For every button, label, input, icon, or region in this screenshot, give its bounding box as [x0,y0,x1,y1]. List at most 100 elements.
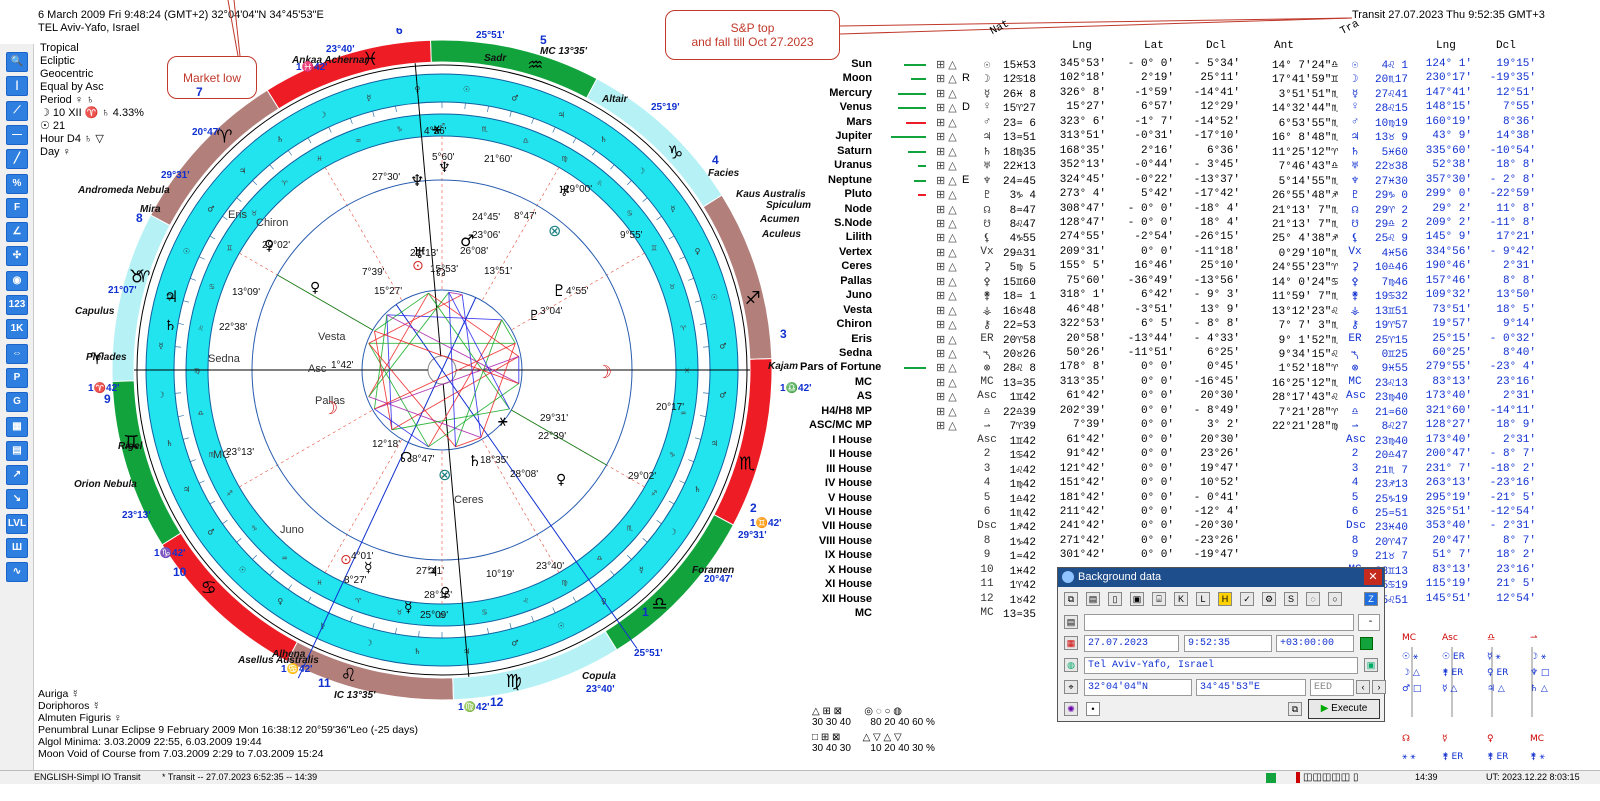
dialog-tool-12[interactable]: ○ [1328,592,1342,606]
toolbar-button-8[interactable]: ✣ [6,246,28,267]
toolbar-button-6[interactable]: F [6,197,28,218]
dialog-settings-icon[interactable]: ✺ [1064,702,1078,716]
dialog-tool-3[interactable]: ▣ [1130,592,1144,606]
toolbar-button-2[interactable]: ⟋ [6,100,28,121]
toolbar-button-9[interactable]: ◉ [6,270,28,291]
toolbar-button-11[interactable]: 1K [6,319,28,340]
dialog-globe-icon[interactable]: ◍ [1064,658,1078,672]
toolbar-button-4[interactable]: ╱ [6,149,28,170]
dialog-tool-4[interactable]: ⌸ [1152,592,1166,606]
dialog-time-field[interactable]: 9:52:35 [1184,635,1272,652]
toolbar-button-5[interactable]: % [6,173,28,194]
dialog-tool-7[interactable]: H [1218,592,1232,606]
nat-latitude: -1° 7' [1134,115,1174,128]
status-green-icon[interactable] [1266,773,1276,783]
toolbar-button-3[interactable]: — [6,124,28,145]
dialog-tool-10[interactable]: S [1284,592,1298,606]
dialog-prev-button[interactable]: ‹ [1356,680,1370,694]
dialog-copy-icon[interactable]: ⧉ [1288,702,1302,716]
dialog-green-indicator[interactable] [1360,637,1373,650]
toolbar-button-19[interactable]: LVL [6,513,28,534]
toolbar-button-16[interactable]: ▤ [6,440,28,461]
toolbar-button-15[interactable]: ▦ [6,416,28,437]
status-red-icon[interactable] [1296,772,1300,783]
dialog-map-icon[interactable]: ▣ [1364,658,1378,672]
toolbar-button-14[interactable]: G [6,392,28,413]
dialog-tool-8[interactable]: ✓ [1240,592,1254,606]
toolbar-button-13[interactable]: P [6,367,28,388]
dialog-longitude-field[interactable]: 34°45'53"E [1196,679,1306,696]
dialog-radio-icon[interactable]: • [1086,702,1100,716]
toolbar-button-17[interactable]: ↗ [6,465,28,486]
toolbar-button-1[interactable]: | [6,76,28,97]
dialog-tool-5[interactable]: K [1174,592,1188,606]
toolbar-button-18[interactable]: ↘ [6,489,28,510]
dialog-tool-2[interactable]: ▯ [1108,592,1122,606]
dialog-timezone-field[interactable]: +03:00:00 [1276,635,1354,652]
dialog-execute-button[interactable]: ▶ Execute [1308,699,1380,719]
dialog-date-field[interactable]: 27.07.2023 [1084,635,1179,652]
dialog-z-button[interactable]: Z [1364,592,1378,606]
dialog-coords-icon[interactable]: ⌖ [1064,680,1078,694]
toolbar-button-0[interactable]: 🔍 [6,52,28,72]
dialog-tool-6[interactable]: L [1196,592,1210,606]
dialog-tool-0[interactable]: ⧉ [1064,592,1078,606]
dialog-place-field[interactable]: Tel Aviv-Yafo, Israel [1084,657,1358,674]
toolbar-button-21[interactable]: ∿ [6,562,28,583]
toolbar-button-7[interactable]: ∠ [6,222,28,243]
dialog-calendar-icon[interactable]: ▦ [1064,636,1078,650]
dialog-book-icon[interactable]: ▤ [1064,615,1078,629]
toolbar-button-12[interactable]: ⇔ [6,343,28,364]
row-glyph: Dsc [977,520,997,533]
status-window-icons[interactable]: ◫◫◫◫◫ ▯ [1303,772,1359,783]
dialog-tool-9[interactable]: ⚙ [1262,592,1276,606]
dialog-name-dropdown[interactable]: - [1358,614,1380,631]
toolbar-button-10[interactable]: 123 [6,295,28,315]
dialog-tool-11[interactable]: ◌ [1306,592,1320,606]
dialog-close-button[interactable]: ✕ [1364,569,1382,585]
toolbar-button-20[interactable]: Ш [6,538,28,558]
dialog-next-button[interactable]: › [1372,680,1386,694]
dialog-tool-1[interactable]: ▤ [1086,592,1100,606]
dialog-name-field[interactable] [1084,614,1354,631]
dialog-eed-field[interactable]: EED [1310,679,1354,696]
chart-wheel[interactable]: ♈♉♊♋♌♍♎♏♐♑♒♓♂♈☉♉♀♊☿♋☽♌♄♍♃♎♂♏☉♐♀♑☿♒☽♓♄♈♃♉… [60,28,830,718]
dialog-latitude-field[interactable]: 32°04'04"N [1084,679,1192,696]
